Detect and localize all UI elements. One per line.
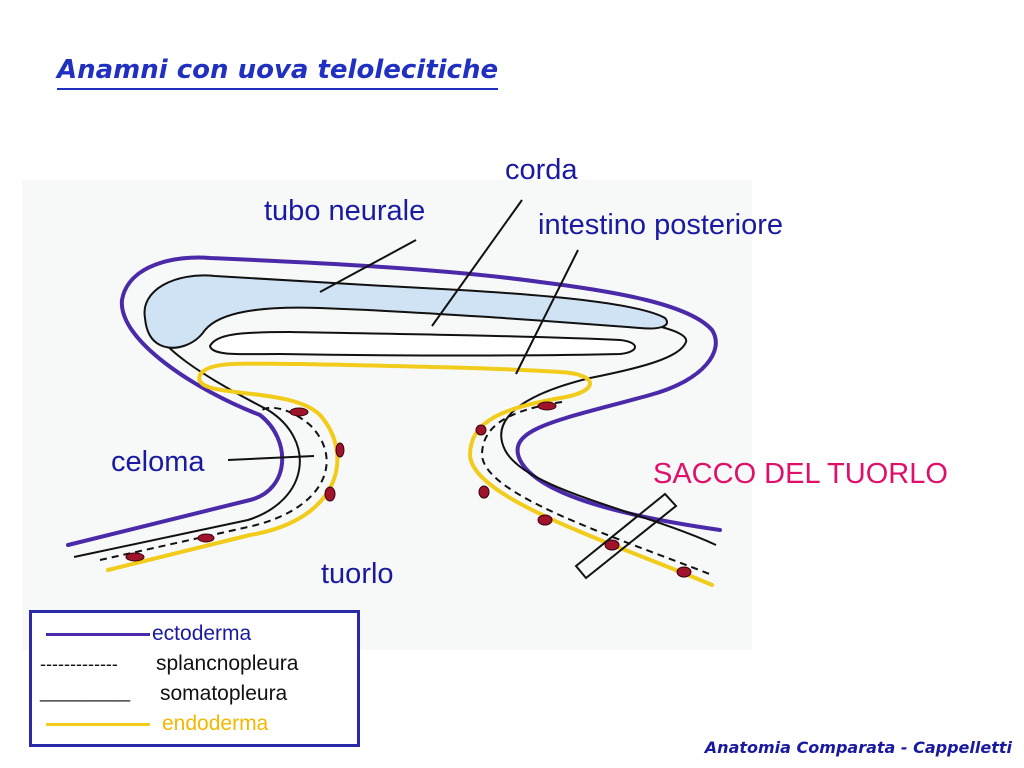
blood-island xyxy=(125,552,145,562)
label-intestino-posteriore: intestino posteriore xyxy=(538,209,784,241)
legend-label-endoderma: endoderma xyxy=(162,712,269,735)
legend-swatch-somatopleura: _________ xyxy=(40,682,131,702)
legend-label-somatopleura: somatopleura xyxy=(160,682,288,705)
leader-celoma xyxy=(227,455,315,461)
diagram-background xyxy=(22,180,752,650)
legend-box: ectoderma ------------- splancnopleura _… xyxy=(29,610,360,747)
neural-tube xyxy=(143,274,668,349)
blood-island xyxy=(289,407,309,417)
endoderm-line xyxy=(106,361,714,587)
blood-island xyxy=(478,485,490,499)
legend-label-splancnopleura: splancnopleura xyxy=(156,652,299,675)
leader-intestino xyxy=(515,249,579,375)
leader-corda xyxy=(431,199,523,327)
blood-island xyxy=(676,566,692,578)
blood-island xyxy=(197,533,215,543)
legend-swatch-endoderma xyxy=(46,723,150,726)
blood-island xyxy=(604,539,620,551)
blood-island xyxy=(335,442,345,458)
legend-label-ectoderma: ectoderma xyxy=(152,622,252,645)
label-sacco-del-tuorlo: SACCO DEL TUORLO xyxy=(653,458,948,490)
splancnopleura-line xyxy=(99,406,328,561)
blood-island xyxy=(537,401,557,411)
label-celoma: celoma xyxy=(111,446,205,478)
legend-swatch-splancnopleura: ------------- xyxy=(40,654,118,674)
blood-island xyxy=(475,424,487,436)
blood-island xyxy=(324,486,336,502)
label-tubo-neurale: tubo neurale xyxy=(264,195,426,227)
splancnopleura-line-right xyxy=(480,401,713,576)
legend-swatch-ectoderma xyxy=(46,633,150,636)
leader-tubo-neurale xyxy=(319,239,417,293)
label-corda: corda xyxy=(505,154,578,186)
yolk-sac-indicator xyxy=(574,492,678,580)
blood-islands xyxy=(125,401,692,578)
slide-title: Anamni con uova telolecitiche xyxy=(57,52,499,90)
footer-credit: Anatomia Comparata - Cappelletti xyxy=(704,738,1012,757)
blood-island xyxy=(537,514,553,526)
ectoderm-line xyxy=(66,255,722,547)
label-tuorlo: tuorlo xyxy=(321,558,394,590)
